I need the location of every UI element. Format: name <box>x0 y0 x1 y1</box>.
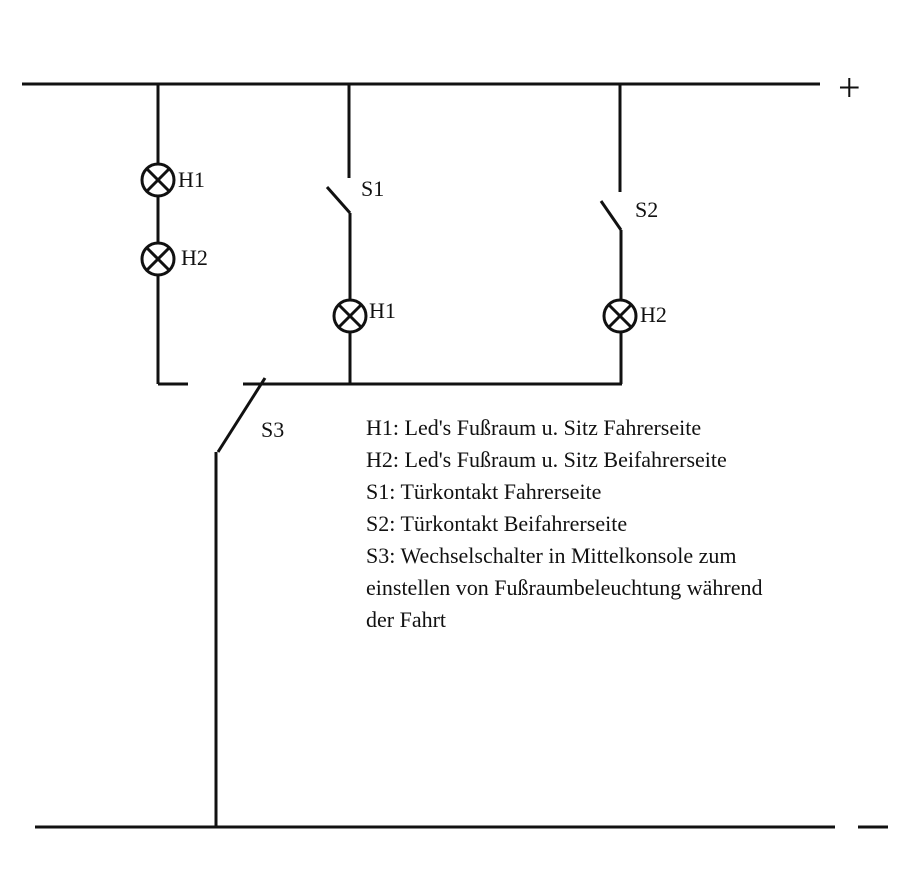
legend-line: H1: Led's Fußraum u. Sitz Fahrerseite <box>366 415 702 440</box>
right-branch <box>599 84 638 384</box>
label-h2-right: H2 <box>640 302 667 327</box>
label-h1-middle: H1 <box>369 298 396 323</box>
lamp-icon <box>140 241 176 277</box>
legend-line: H2: Led's Fußraum u. Sitz Beifahrerseite <box>366 447 727 472</box>
lamp-icon <box>602 298 638 334</box>
legend-line: S3: Wechselschalter in Mittelkonsole zum <box>366 543 737 568</box>
legend-line: S2: Türkontakt Beifahrerseite <box>366 511 628 536</box>
legend-line: der Fahrt <box>366 607 447 632</box>
switch-s1-contact <box>325 186 352 214</box>
switch-s2-contact <box>599 200 623 231</box>
legend-line: S1: Türkontakt Fahrerseite <box>366 479 602 504</box>
plus-terminal: + <box>838 65 861 110</box>
label-h1-left: H1 <box>178 167 205 192</box>
middle-branch <box>325 84 368 384</box>
label-s2: S2 <box>635 197 658 222</box>
left-branch <box>140 84 188 386</box>
label-s3: S3 <box>261 417 284 442</box>
label-s1: S1 <box>361 176 384 201</box>
label-h2-left: H2 <box>181 245 208 270</box>
legend: H1: Led's Fußraum u. Sitz Fahrerseite H2… <box>366 412 886 636</box>
lamp-icon <box>332 298 368 334</box>
lamp-icon <box>140 162 176 198</box>
switch-s3-contact <box>216 377 267 453</box>
legend-line: einstellen von Fußraumbeleuchtung währen… <box>366 575 763 600</box>
